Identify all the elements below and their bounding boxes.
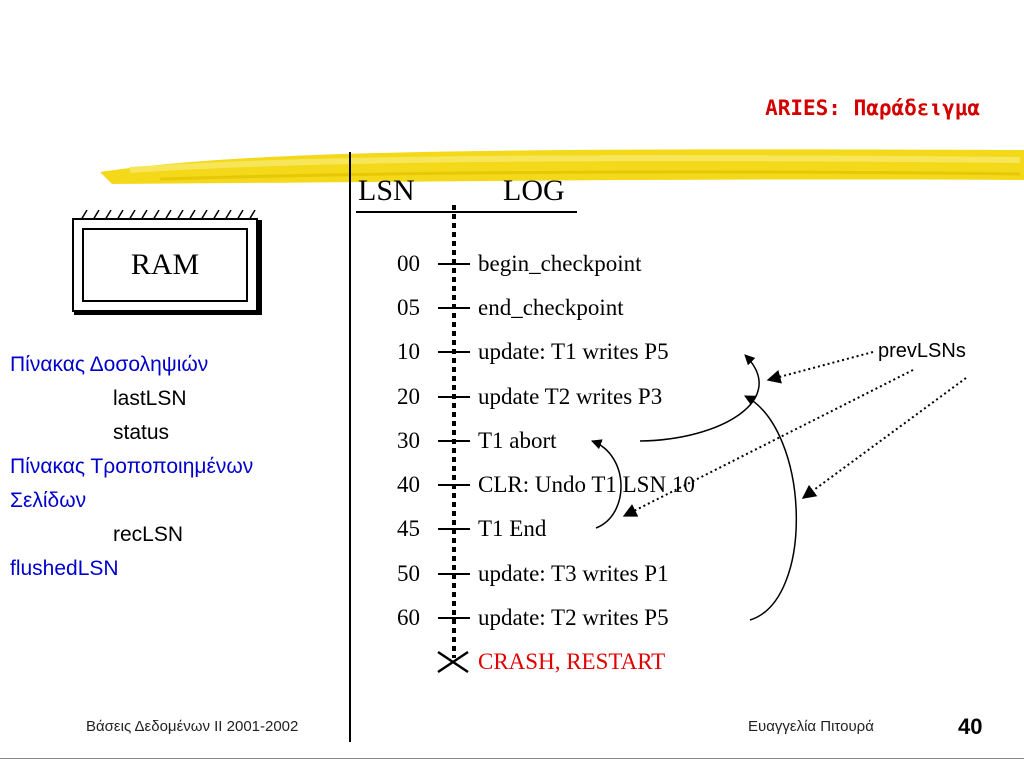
status-label: status — [113, 421, 170, 444]
transaction-table-label: Πίνακας Δοσοληψιών — [10, 353, 209, 376]
crash-x-icon — [437, 650, 469, 674]
ram-box: RAM — [72, 218, 258, 312]
ram-label: RAM — [82, 228, 248, 302]
rec-lsn-label: recLSN — [113, 523, 184, 546]
lsn-00: 00 — [397, 251, 420, 276]
log-entry-40: CLR: Undo T1 LSN 10 — [478, 472, 695, 497]
lsn-20: 20 — [397, 384, 420, 409]
lsn-45: 45 — [397, 516, 420, 541]
undonext-arrow-45-to-30 — [591, 439, 622, 529]
log-entry-60: update: T2 writes P5 — [478, 605, 669, 630]
lsn-50: 50 — [397, 561, 420, 586]
prevlsns-pointer-3 — [801, 377, 967, 499]
prevlsns-label: prevLSNs — [878, 340, 966, 362]
log-entry-05: end_checkpoint — [478, 295, 624, 320]
timeline-ticks — [438, 263, 470, 619]
lsn-40: 40 — [397, 472, 420, 497]
vertical-divider — [349, 152, 351, 742]
page-title: ARIES: Παράδειγμα — [765, 96, 980, 120]
log-entry-30: T1 abort — [478, 428, 557, 453]
prevlsns-pointer-1 — [766, 351, 874, 384]
flushed-lsn-label: flushedLSN — [10, 557, 119, 580]
lsn-05: 05 — [397, 295, 420, 320]
last-lsn-label: lastLSN — [113, 387, 187, 410]
lsn-header: LSN — [358, 174, 415, 207]
bottom-rule — [0, 758, 1024, 759]
log-header: LOG — [503, 174, 565, 207]
prevlsns-pointer-2 — [622, 369, 914, 517]
log-entry-00: begin_checkpoint — [478, 251, 642, 276]
lsn-30: 30 — [397, 428, 420, 453]
log-entry-45: T1 End — [478, 516, 547, 541]
page-number: 40 — [958, 714, 983, 739]
log-entry-10: update: T1 writes P5 — [478, 339, 669, 364]
prevlsn-arrow-30-to-10 — [639, 354, 760, 442]
footer-course: Βάσεις Δεδομένων ΙΙ 2001-2002 — [86, 718, 299, 735]
lsn-10: 10 — [397, 339, 420, 364]
log-entry-20: update T2 writes P3 — [478, 384, 663, 409]
footer-author: Ευαγγελία Πιτουρά — [748, 718, 874, 735]
lsn-60: 60 — [397, 605, 420, 630]
ram-shadow — [258, 220, 262, 314]
crash-restart-label: CRASH, RESTART — [478, 649, 666, 674]
ram-shadow-bottom — [74, 312, 262, 315]
dirty-page-table-label-2: Σελίδων — [10, 489, 87, 512]
dirty-page-table-label: Πίνακας Τροποποιημένων — [10, 455, 254, 478]
header-underline — [356, 211, 577, 213]
prevlsn-arrow-60-to-20 — [744, 395, 797, 621]
log-entry-50: update: T3 writes P1 — [478, 561, 669, 586]
